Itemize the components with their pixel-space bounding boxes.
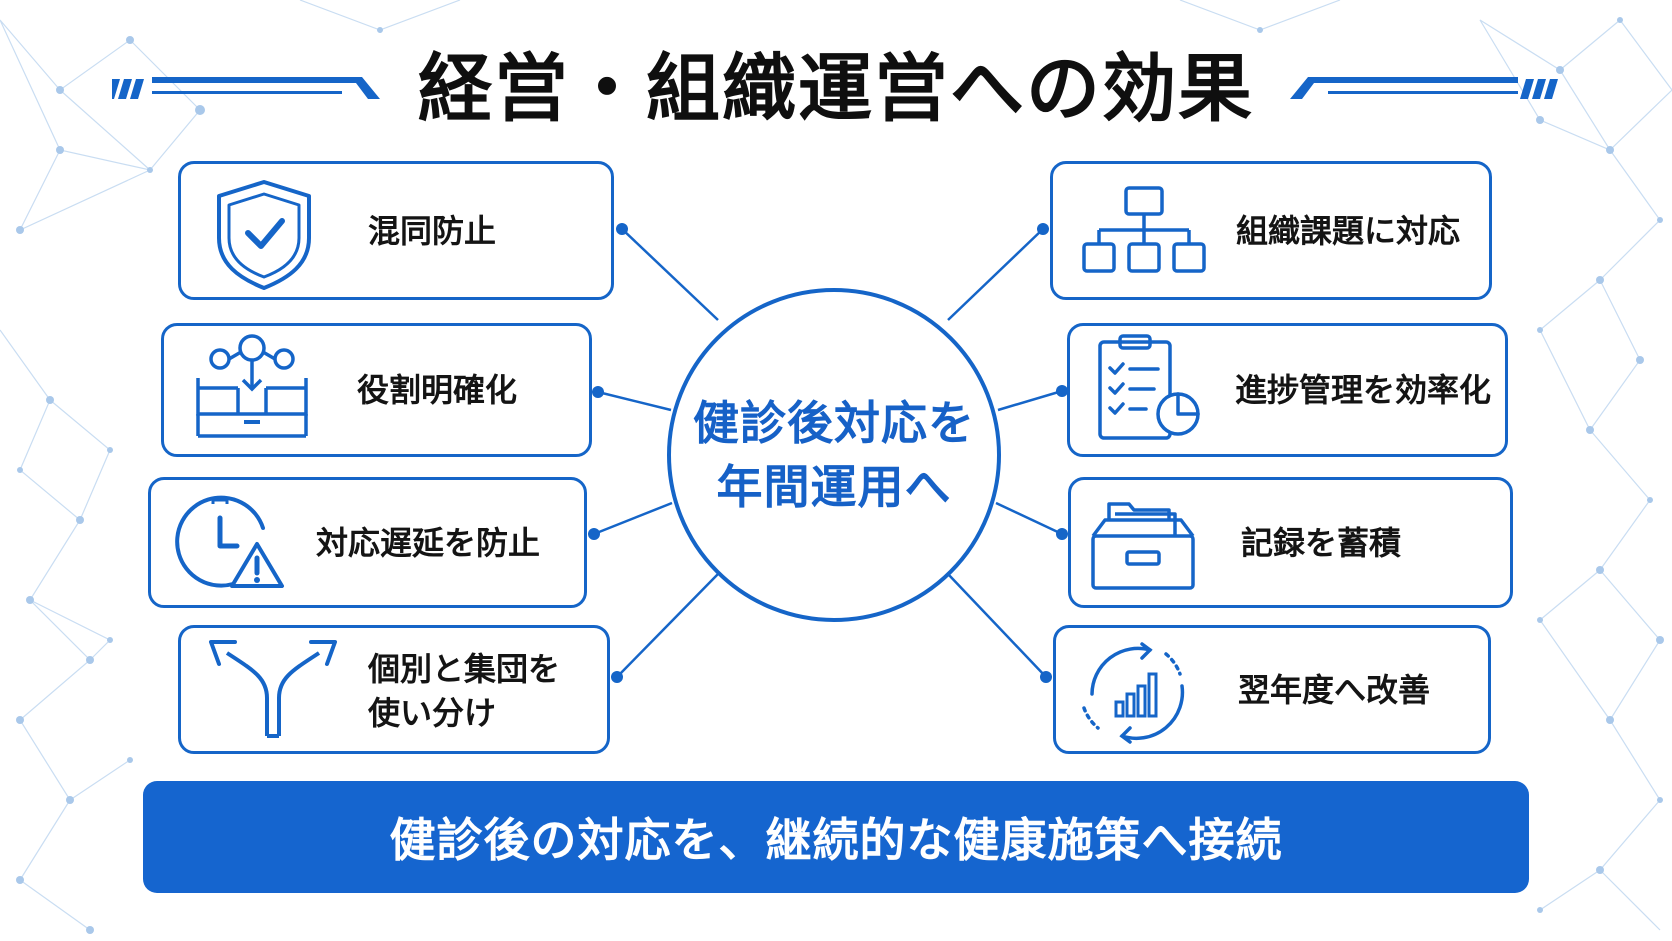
card-label-line1: 個別と集団を (368, 650, 561, 688)
org-chart-icon (1082, 186, 1206, 273)
card-record-accumulation: 記録を蓄積 (1068, 477, 1513, 608)
improvement-cycle-icon (1082, 642, 1185, 744)
summary-banner-text: 健診後の対応を、継続的な健康施策へ接続 (389, 813, 1283, 867)
card-delay-prevention: 対応遅延を防止 (148, 477, 587, 608)
card-org-issues: 組織課題に対応 (1050, 161, 1492, 300)
role-assignment-icon (196, 334, 308, 438)
clock-warning-icon (175, 495, 284, 588)
card-label: 進捗管理を効率化 (1235, 371, 1492, 409)
page-title: 経営・組織運営への効果 (418, 46, 1254, 132)
card-label: 組織課題に対応 (1236, 212, 1461, 250)
card-confusion-prevention: 混同防止 (178, 161, 614, 300)
center-hub-line1: 健診後対応を (693, 396, 975, 450)
shield-check-icon (217, 180, 311, 290)
card-role-clarification: 役割明確化 (161, 323, 592, 457)
card-label: 混同防止 (368, 212, 497, 250)
file-drawer-icon (1091, 502, 1195, 590)
card-label: 記録を蓄積 (1241, 524, 1402, 562)
center-hub-line2: 年間運用へ (716, 460, 952, 514)
card-label-line2: 使い分け (368, 694, 497, 732)
split-arrow-icon (209, 640, 337, 738)
title-deco-left (112, 77, 380, 99)
summary-banner: 健診後の対応を、継続的な健康施策へ接続 (143, 781, 1529, 893)
card-label: 役割明確化 (357, 371, 518, 409)
card-individual-group: 個別と集団を 使い分け (178, 625, 610, 754)
card-next-year-improvement: 翌年度へ改善 (1053, 625, 1491, 754)
checklist-pie-icon (1098, 334, 1200, 440)
center-hub: 健診後対応を 年間運用へ (667, 288, 1001, 622)
title-deco-right (1290, 77, 1558, 99)
card-progress-efficiency: 進捗管理を効率化 (1067, 323, 1508, 457)
card-label: 対応遅延を防止 (316, 524, 541, 562)
card-label: 翌年度へ改善 (1238, 671, 1431, 709)
